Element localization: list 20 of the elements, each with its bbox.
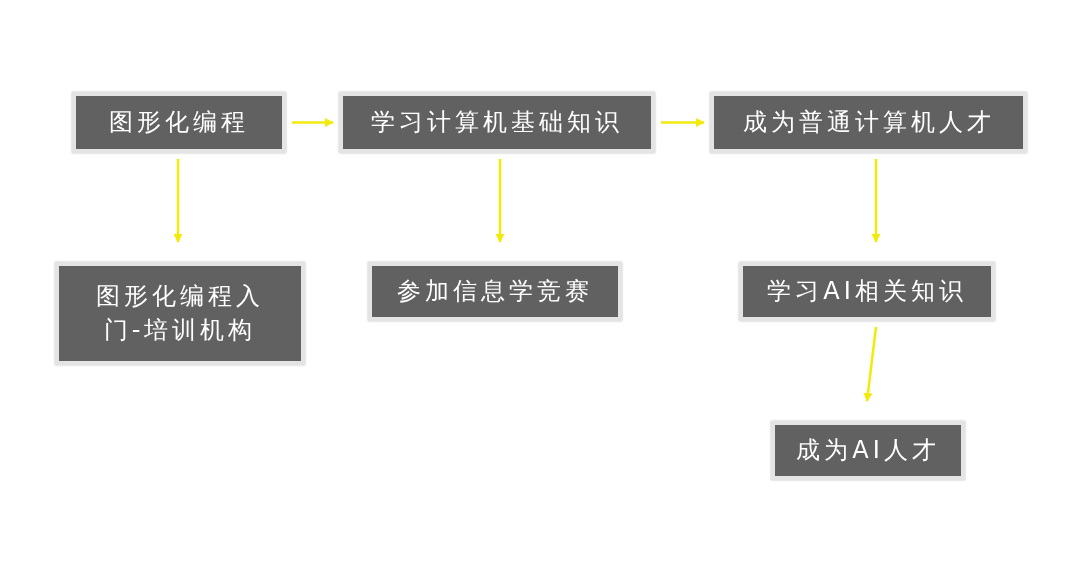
box-label: 图形化编程入门-培训机构	[95, 280, 265, 346]
box-label: 参加信息学竞赛	[397, 275, 593, 307]
arrow	[863, 326, 878, 402]
arrow	[661, 118, 705, 127]
process-box	[368, 262, 622, 321]
box-label: 学习计算机基础知识	[371, 106, 623, 138]
arrow	[495, 159, 505, 243]
arrow	[173, 159, 183, 243]
box-label: 成为普通计算机人才	[742, 106, 995, 138]
process-box	[55, 262, 305, 365]
process-box	[771, 421, 965, 480]
process-box	[710, 92, 1027, 153]
arrow	[292, 118, 334, 127]
process-box	[72, 92, 286, 153]
box-label: 学习AI相关知识	[767, 275, 967, 307]
process-box	[739, 262, 995, 321]
box-label: 图形化编程	[109, 106, 249, 138]
box-label: 成为AI人才	[796, 434, 940, 466]
process-box	[339, 92, 655, 153]
arrow	[871, 159, 881, 243]
